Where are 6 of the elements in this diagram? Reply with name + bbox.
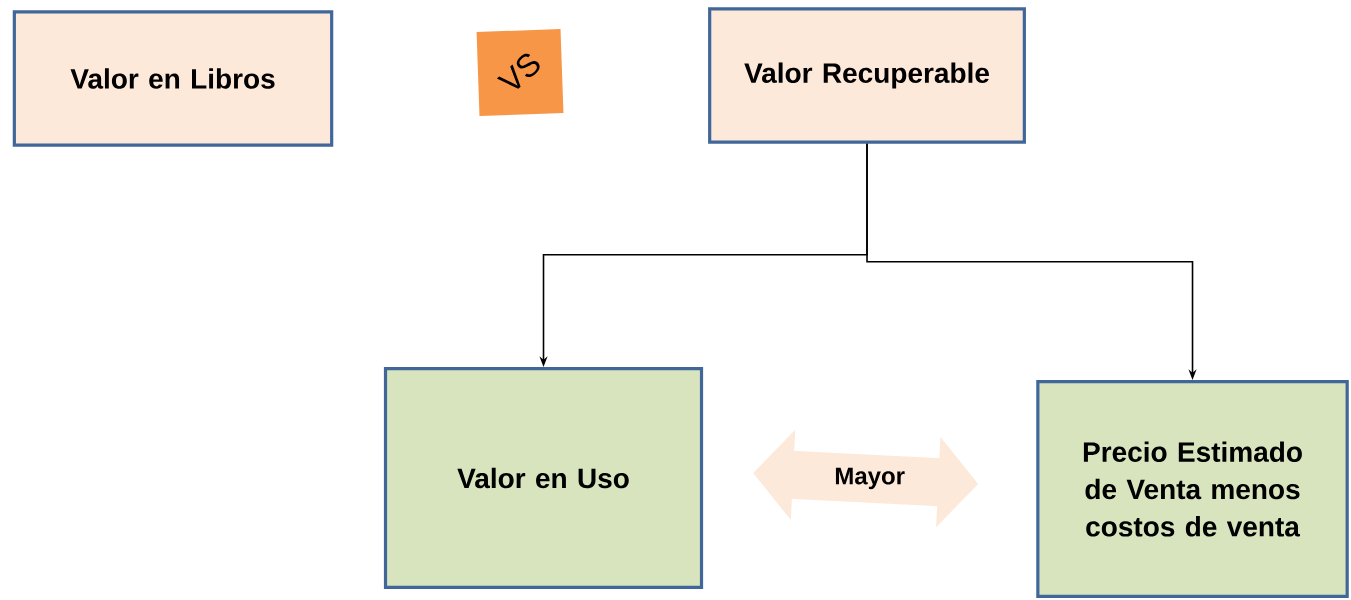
vs-tag: VS bbox=[476, 29, 564, 116]
text-box: Precio Estimado de Venta menos costos de venta bbox=[1036, 380, 1349, 598]
text-box: Valor Recuperable bbox=[708, 7, 1026, 144]
edge-label: Mayor bbox=[835, 467, 905, 490]
text-box: Valor en Libros bbox=[12, 10, 334, 147]
text-box: Valor en Uso bbox=[383, 367, 704, 589]
